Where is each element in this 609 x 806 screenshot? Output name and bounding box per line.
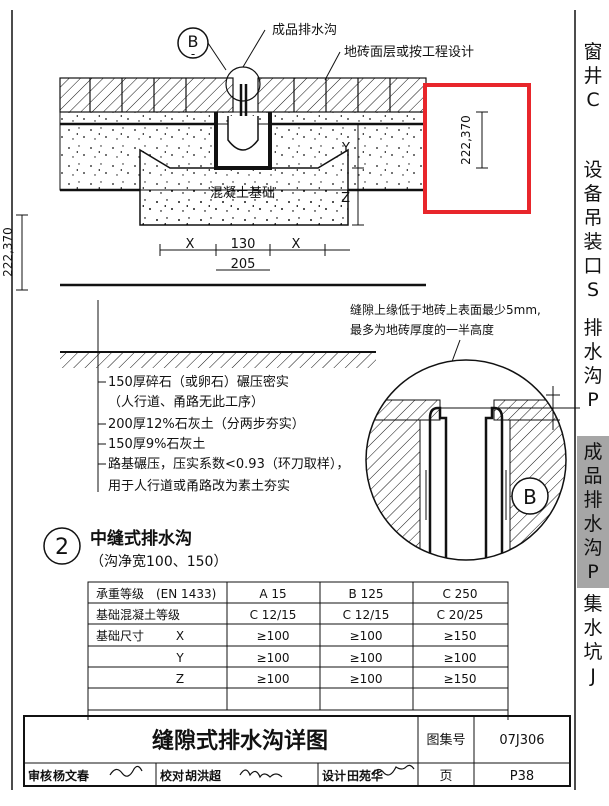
dim-x-left: X (186, 237, 195, 252)
table-cell: ≥150 (444, 672, 477, 686)
table-header-cell: B 125 (349, 587, 384, 601)
svg-text:-: - (191, 47, 195, 61)
side-item-label: 成品排水沟 (583, 441, 603, 559)
table-cell: Y (175, 651, 184, 665)
table-cell: 基础混凝土等级 (96, 607, 180, 622)
drawing-title: 缝隙式排水沟详图 (152, 728, 328, 754)
table-header-cell: A 15 (259, 587, 286, 601)
table-cell: ≥100 (444, 651, 477, 665)
atlas-value: 07J306 (499, 733, 544, 748)
detail-label: B (523, 485, 537, 509)
table-cell: ≥100 (350, 651, 383, 665)
note-gap-2: 最多为地砖厚度的一半高度 (350, 322, 494, 337)
side-item-label: 排水沟 (583, 317, 603, 387)
dim-205: 205 (231, 257, 256, 272)
table-cell: ≥100 (350, 629, 383, 643)
label-product-drain: 成品排水沟 (272, 23, 337, 38)
side-item-product-drain[interactable]: 成品排水沟 P (577, 436, 609, 588)
spec-table (87, 581, 509, 720)
side-item-code: J (590, 665, 596, 687)
dim-y: Y (341, 141, 350, 156)
side-item-equipment-hoist[interactable]: 设备吊装口 S (577, 158, 609, 302)
highlight-box (423, 83, 531, 214)
svg-text:B: B (188, 32, 199, 51)
page-label: 页 (439, 769, 452, 784)
side-item-window-well[interactable]: 窗井 C (577, 40, 609, 112)
side-item-label: 设备吊装口 (583, 159, 603, 277)
table-header-cell: C 250 (442, 587, 477, 601)
page-value: P38 (510, 769, 534, 784)
subgrade-hatch (60, 352, 376, 368)
dim-130: 130 (231, 237, 256, 252)
reviewer-label: 审核 (28, 768, 52, 783)
side-item-drain[interactable]: 排水沟 P (577, 316, 609, 412)
paving-layer (59, 77, 427, 113)
detail-title: 中缝式排水沟 (90, 528, 192, 549)
dim-222-370-left: 222,370 (1, 227, 15, 277)
side-item-code: P (587, 561, 599, 583)
note-gap-1: 缝隙上缘低于地砖上表面最少5mm, (350, 302, 541, 317)
detail-number-circle (43, 527, 81, 565)
detail-b-view: B (365, 359, 580, 561)
detail-subtitle: （沟净宽100、150） (90, 553, 227, 570)
table-cell: Z (176, 672, 184, 686)
table-cell: ≥100 (257, 651, 290, 665)
label-concrete-base: 混凝土基础 (210, 185, 275, 201)
side-item-code: C (586, 89, 600, 111)
table-cell: ≥100 (350, 672, 383, 686)
side-item-code: P (587, 389, 599, 411)
table-cell: X (176, 629, 184, 643)
section-marker: B - (177, 27, 227, 71)
detail-number: 2 (55, 535, 69, 560)
layer-4-note: 用于人行道或甬路改为素土夯实 (108, 478, 290, 494)
side-item-label: 集水坑 (583, 593, 603, 663)
table-cell: ≥100 (257, 629, 290, 643)
layer-3: 150厚9%石灰土 (108, 437, 205, 452)
dim-222-370-right: 222,370 (459, 115, 473, 165)
checker-label: 校对 (160, 768, 184, 783)
title-block (23, 715, 571, 787)
designer-label: 设计 (322, 768, 346, 783)
dim-x-right: X (292, 237, 301, 252)
side-item-label: 窗井 (583, 41, 603, 87)
table-cell: 基础尺寸 (96, 629, 144, 643)
table-cell: ≥100 (257, 672, 290, 686)
side-item-sump[interactable]: 集水坑 J (577, 592, 609, 688)
table-cell: C 20/25 (437, 608, 484, 622)
label-paving: 地砖面层或按工程设计 (344, 45, 474, 60)
table-header-cell: 承重等级 (EN 1433) (96, 587, 216, 601)
signature-marks (109, 764, 415, 779)
drain-channel (214, 66, 272, 170)
checker-name: 胡洪超 (185, 768, 222, 783)
atlas-label: 图集号 (426, 732, 465, 748)
layer-2: 200厚12%石灰土（分两步夯实） (108, 417, 305, 432)
spec-table-text: 承重等级 (EN 1433) A 15 B 125 C 250 基础混凝土等级 … (96, 587, 483, 686)
reviewer-name: 杨文春 (53, 768, 90, 783)
table-cell: ≥150 (444, 629, 477, 643)
table-cell: C 12/15 (250, 608, 297, 622)
layer-1-note: （人行道、甬路无此工序） (108, 394, 264, 410)
layer-1: 150厚碎石（或卵石）碾压密实 (108, 374, 289, 390)
layer-4: 路基碾压，压实系数<0.93（环刀取样）， (108, 456, 349, 472)
side-item-code: S (586, 279, 600, 301)
dim-z: Z (341, 191, 350, 206)
designer-name: 田苑华 (347, 768, 383, 783)
table-cell: C 12/15 (343, 608, 390, 622)
